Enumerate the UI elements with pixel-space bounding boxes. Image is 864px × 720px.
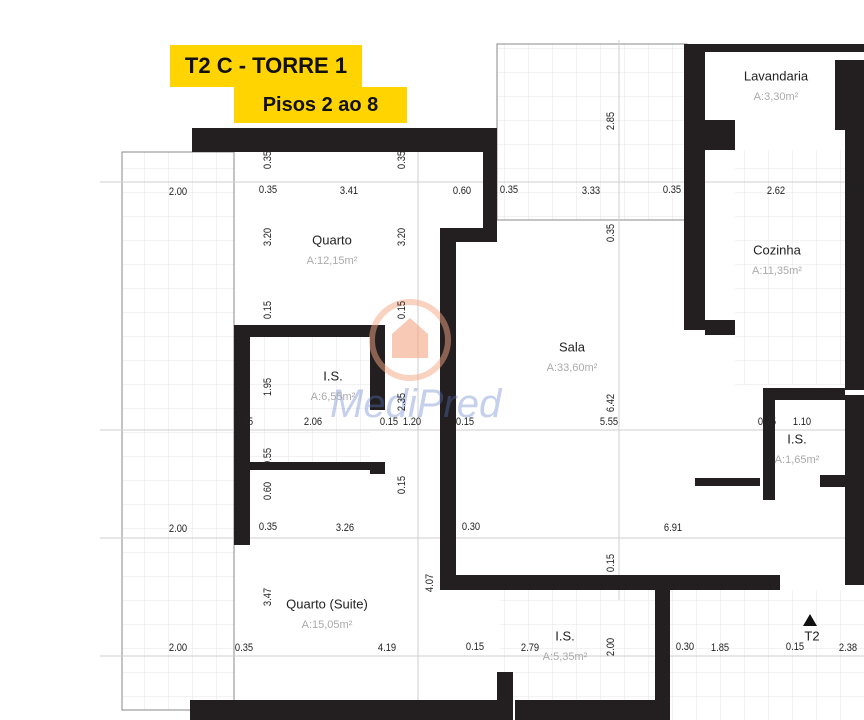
dimension-label: 0.35 [499,184,519,196]
dimension-label: 6.42 [605,393,617,413]
dimension-label: 0.15 [757,416,777,428]
dimension-label: 3.47 [262,587,274,607]
dimension-label: 2.06 [303,416,323,428]
dimension-label: 2.38 [838,642,858,654]
dimension-label: 0.30 [848,185,864,197]
kitchen-tiles [735,150,845,385]
plan-title: T2 C - TORRE 1 [170,45,362,87]
room-name: Quarto [312,232,352,248]
top-balcony [497,44,687,220]
level-marker-label: T2 [804,628,820,644]
room-area: A:33,60m² [546,362,598,374]
dimension-label: 5.55 [599,416,619,428]
dimension-label: 2.00 [605,637,617,657]
dimension-label: 0.35 [662,184,682,196]
dimension-label: 0.55 [262,447,274,467]
dimension-label: 4.19 [377,642,397,654]
room-name: I.S. [323,368,343,384]
dimension-label: 0.35 [396,150,408,170]
dimension-label: 2.35 [396,392,408,412]
dimension-label: 2.00 [168,523,188,535]
dimension-label: 3.20 [396,227,408,247]
room-area: A:15,05m² [301,619,353,631]
watermark-logo-icon [369,299,451,381]
room-name: I.S. [555,628,575,644]
dimension-label: 0.15 [605,553,617,573]
dimension-label: 2.00 [168,642,188,654]
dimension-label: 4.07 [424,573,436,593]
room-area: A:5,35m² [542,651,588,663]
house-icon [392,318,428,358]
dimension-label: 0.15 [396,475,408,495]
dimension-label: 0.15 [262,300,274,320]
dimension-label: 0.15 [379,416,399,428]
room-area: A:12,15m² [306,255,358,267]
dimension-label: 1.85 [710,642,730,654]
dimension-label: 1.10 [792,416,812,428]
dimension-label: 0.60 [262,481,274,501]
landing-tiles [670,590,864,720]
room-area: A:11,35m² [752,265,802,277]
dimension-label: 1.95 [262,377,274,397]
dimension-label: 2.85 [605,111,617,131]
bath-tiles [250,337,370,462]
dimension-label: 6.91 [663,522,683,534]
dimension-label: 0.15 [785,641,805,653]
dimension-lines [100,40,864,700]
dimension-label: 0.30 [675,641,695,653]
window-hatch [687,44,864,486]
room-name: I.S. [787,431,807,447]
plan-subtitle: Pisos 2 ao 8 [234,87,407,123]
room-area: A:6,55m² [310,391,356,403]
dimension-label: 0.15 [455,416,475,428]
dimension-label: 2.00 [168,186,188,198]
dimension-label: 0.15 [396,300,408,320]
watermark-text: MediPred [330,382,502,426]
dimension-label: 0.35 [258,184,278,196]
dimension-label: 0.35 [262,150,274,170]
room-area: A:1,65m² [774,454,820,466]
dimension-label: 3.26 [335,522,355,534]
dimension-label: 1.20 [402,416,422,428]
dimension-label: 2.62 [766,185,786,197]
dimension-label: 0.15 [465,641,485,653]
dimension-label: 0.35 [605,223,617,243]
left-balcony [122,152,234,710]
room-name: Lavandaria [743,68,809,84]
dimension-label: 0.35 [234,642,254,654]
suite-bath-tiles [500,590,655,720]
dimension-label: 0.35 [258,521,278,533]
dimension-label: 0.60 [452,185,472,197]
room-name: Cozinha [753,242,801,258]
north-arrow-icon [803,614,817,626]
room-name: Quarto (Suite) [286,596,368,612]
dimension-label: 3.41 [339,185,359,197]
room-area: A:3,30m² [753,91,799,103]
room-name: Sala [558,339,586,355]
dimension-label: 2.79 [520,642,540,654]
walls [190,44,864,720]
dimension-label: 3.33 [581,185,601,197]
dimension-label: 0.35 [234,416,254,428]
dimension-label: 3.20 [262,227,274,247]
dimension-label: 0.30 [461,521,481,533]
